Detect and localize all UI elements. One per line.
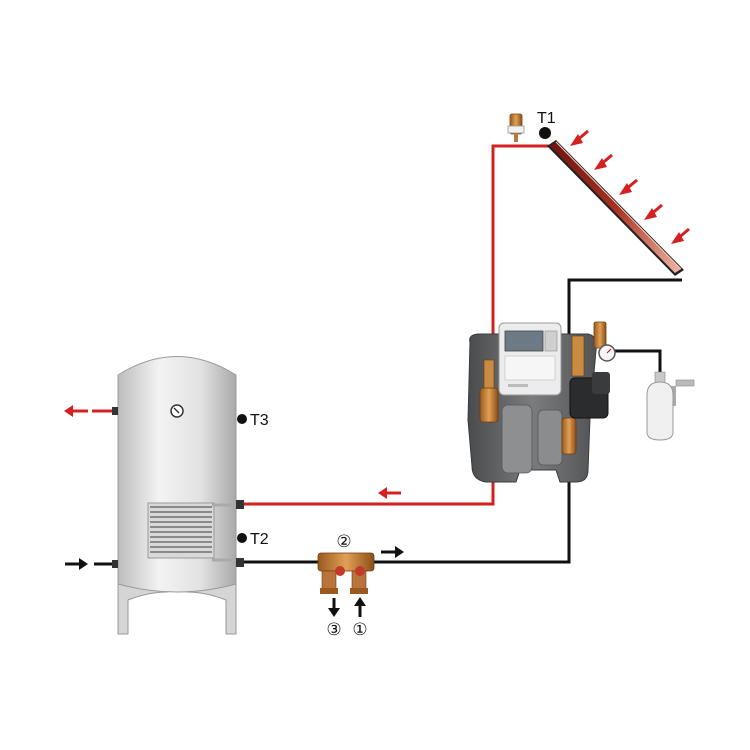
- sensor-t1-label: T1: [537, 110, 556, 127]
- sun-ray-arrows: [570, 129, 690, 244]
- sun-ray-arrow: [671, 227, 690, 244]
- tank-fitting-lower: [236, 558, 244, 567]
- gauge-icon: [170, 404, 184, 418]
- heat-exchanger-coil: [147, 502, 236, 562]
- arrow-port-1-up: [354, 597, 366, 617]
- sensor-t2: T2: [237, 531, 269, 548]
- sensor-t1: T1: [537, 110, 556, 139]
- arrow-port-3-down: [328, 598, 340, 617]
- sensor-t2-label: T2: [250, 531, 269, 548]
- expansion-line: [612, 349, 662, 378]
- solar-controller: [498, 322, 562, 396]
- tank-fitting-inlet: [112, 560, 118, 568]
- expansion-vessel-icon: [646, 371, 695, 441]
- sun-ray-arrow: [644, 203, 663, 220]
- tank-fitting-outlet: [112, 407, 118, 415]
- check-valve: [561, 417, 577, 455]
- sensor-t3-label: T3: [250, 412, 269, 429]
- arrow-supply-flow: [381, 546, 404, 558]
- mixing-valve-icon: [317, 552, 375, 594]
- hot-pipe-circuit: [240, 144, 551, 506]
- port-label-3: ③: [326, 620, 341, 640]
- flow-arrows: [64, 405, 404, 617]
- storage-tank: [112, 356, 244, 635]
- flow-meter: [479, 387, 499, 423]
- arrow-hot-outlet: [64, 405, 88, 417]
- sensor-t3: T3: [237, 412, 269, 429]
- arrow-cold-inlet: [65, 558, 88, 570]
- port-label-2: ②: [336, 532, 351, 552]
- sun-ray-arrow: [570, 129, 589, 146]
- port-label-1: ①: [352, 620, 367, 640]
- sun-ray-arrow: [594, 153, 613, 170]
- arrow-return-flow: [378, 487, 401, 499]
- tank-fitting-upper: [236, 500, 244, 509]
- pump-station-icon: [467, 321, 616, 483]
- air-vent: [507, 113, 525, 142]
- sun-ray-arrow: [619, 178, 638, 195]
- solar-collector-icon: [547, 140, 684, 276]
- safety-valve: [593, 321, 607, 349]
